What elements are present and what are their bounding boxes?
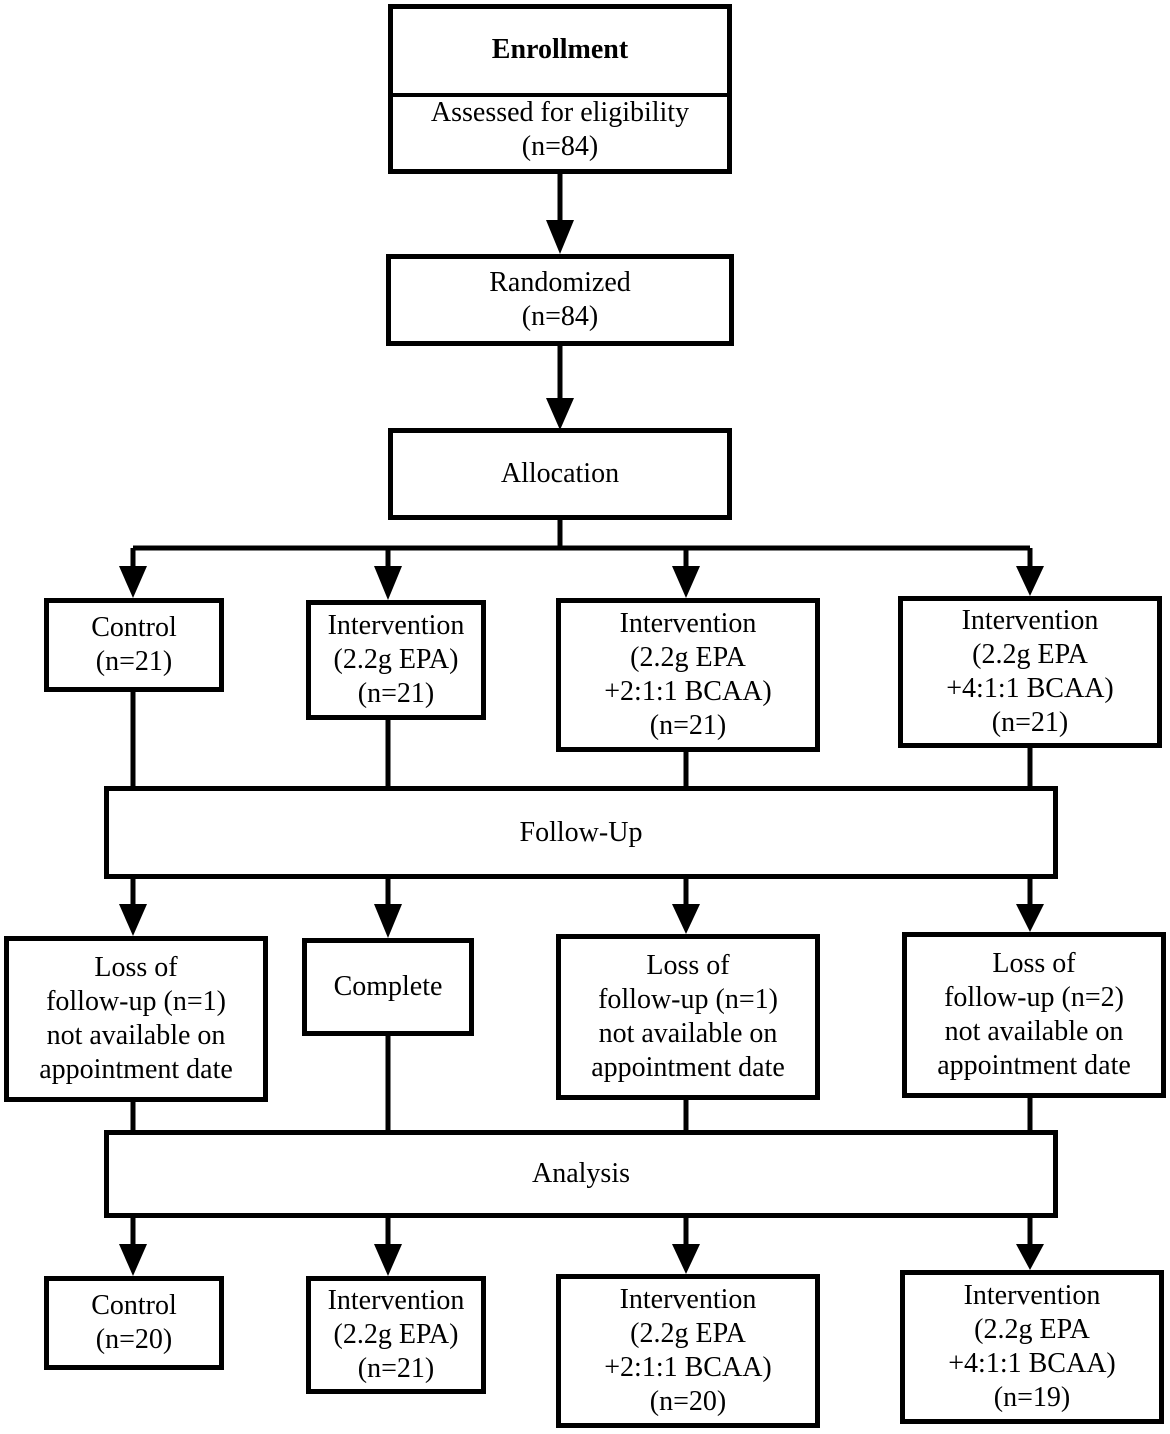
enrollment-divider (393, 93, 727, 97)
analyzed-count: (n=20) (649, 1386, 727, 1417)
analyzed-bcaa: +2:1:1 BCAA) (604, 1352, 772, 1383)
group-control-box: Control (n=21) (44, 598, 224, 692)
outcome-line: appointment date (591, 1052, 785, 1083)
outcome-line: follow-up (n=1) (598, 984, 778, 1015)
outcome-line: follow-up (n=2) (944, 982, 1124, 1013)
outcome-line: Loss of (992, 948, 1076, 979)
outcome-line: Loss of (646, 950, 730, 981)
analysis-box: Analysis (104, 1130, 1058, 1218)
outcome-epa-bcaa-211-box: Loss of follow-up (n=1) not available on… (556, 934, 820, 1100)
analyzed-dose: (2.2g EPA (630, 1318, 746, 1349)
outcome-epa-box: Complete (302, 938, 474, 1036)
analyzed-count: (n=19) (993, 1382, 1071, 1413)
analyzed-label: Intervention (619, 1284, 757, 1315)
randomized-label: Randomized (489, 267, 631, 298)
allocation-label: Allocation (500, 458, 620, 489)
enrollment-box: Enrollment Assessed for eligibility (n=8… (388, 4, 732, 174)
group-dose: (2.2g EPA) (333, 644, 459, 675)
randomized-count: (n=84) (521, 301, 599, 332)
analyzed-control-box: Control (n=20) (44, 1276, 224, 1370)
analyzed-label: Intervention (963, 1280, 1101, 1311)
analysis-label: Analysis (532, 1158, 630, 1189)
group-bcaa: +4:1:1 BCAA) (946, 673, 1114, 704)
outcome-epa-bcaa-411-box: Loss of follow-up (n=2) not available on… (902, 932, 1166, 1098)
outcome-line: not available on (46, 1020, 226, 1051)
outcome-line: follow-up (n=1) (46, 986, 226, 1017)
analyzed-dose: (2.2g EPA) (333, 1319, 459, 1350)
enrollment-title: Enrollment (491, 33, 629, 65)
group-count: (n=21) (991, 707, 1069, 738)
followup-label: Follow-Up (519, 816, 643, 848)
analyzed-count: (n=21) (357, 1353, 435, 1384)
enrollment-assessed: Assessed for eligibility (430, 96, 690, 128)
outcome-control-box: Loss of follow-up (n=1) not available on… (4, 936, 268, 1102)
group-label: Intervention (961, 605, 1099, 636)
group-label: Intervention (327, 610, 465, 641)
analyzed-epa-bcaa-411-box: Intervention (2.2g EPA +4:1:1 BCAA) (n=1… (900, 1270, 1164, 1424)
group-epa-box: Intervention (2.2g EPA) (n=21) (306, 600, 486, 720)
group-count: (n=21) (95, 646, 173, 677)
analyzed-epa-bcaa-211-box: Intervention (2.2g EPA +2:1:1 BCAA) (n=2… (556, 1274, 820, 1428)
group-count: (n=21) (649, 710, 727, 741)
group-count: (n=21) (357, 678, 435, 709)
group-dose: (2.2g EPA (972, 639, 1088, 670)
analyzed-label: Intervention (327, 1285, 465, 1316)
analyzed-bcaa: +4:1:1 BCAA) (948, 1348, 1116, 1379)
allocation-box: Allocation (388, 428, 732, 520)
enrollment-count: (n=84) (521, 130, 599, 162)
randomized-box: Randomized (n=84) (386, 254, 734, 346)
analyzed-label: Control (91, 1290, 177, 1321)
outcome-line: not available on (598, 1018, 778, 1049)
group-label: Intervention (619, 608, 757, 639)
outcome-line: not available on (944, 1016, 1124, 1047)
group-label: Control (91, 612, 177, 643)
outcome-line: appointment date (39, 1054, 233, 1085)
analyzed-epa-box: Intervention (2.2g EPA) (n=21) (306, 1276, 486, 1394)
group-epa-bcaa-411-box: Intervention (2.2g EPA +4:1:1 BCAA) (n=2… (898, 596, 1162, 748)
analyzed-dose: (2.2g EPA (974, 1314, 1090, 1345)
group-epa-bcaa-211-box: Intervention (2.2g EPA +2:1:1 BCAA) (n=2… (556, 598, 820, 752)
group-dose: (2.2g EPA (630, 642, 746, 673)
analyzed-count: (n=20) (95, 1324, 173, 1355)
followup-box: Follow-Up (104, 786, 1058, 879)
outcome-line: Complete (333, 971, 443, 1002)
group-bcaa: +2:1:1 BCAA) (604, 676, 772, 707)
outcome-line: appointment date (937, 1050, 1131, 1081)
outcome-line: Loss of (94, 952, 178, 983)
